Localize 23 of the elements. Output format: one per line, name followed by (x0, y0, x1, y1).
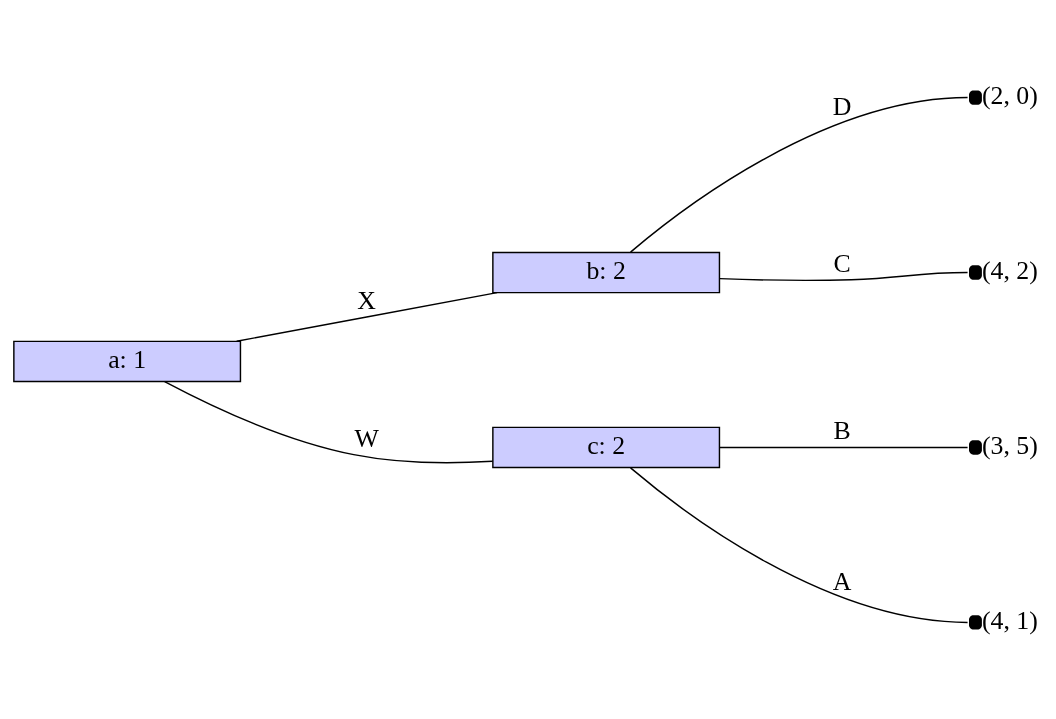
edge-label: D (832, 91, 852, 121)
connector (629, 466, 969, 623)
node-circle (969, 89, 982, 105)
node-label: (2, 0) (981, 80, 1038, 110)
edge-label: C (833, 248, 851, 278)
edge-label: X (357, 285, 376, 315)
node-circle (969, 264, 982, 280)
connector (629, 96, 969, 253)
node-circle (969, 439, 982, 455)
node-label: (3, 5) (981, 430, 1038, 460)
connector (719, 271, 969, 281)
node-label: (4, 1) (981, 605, 1038, 635)
connector (235, 291, 498, 342)
node-label: (4, 2) (981, 255, 1038, 285)
edge-label: A (832, 566, 852, 596)
node-box: b: 2 (492, 251, 721, 293)
edge-label: B (833, 415, 851, 445)
connector (163, 380, 494, 463)
node-circle (969, 614, 982, 630)
node-box: c: 2 (492, 426, 721, 468)
node-box: a: 1 (13, 340, 242, 382)
edge-label: W (354, 423, 379, 453)
connector (718, 446, 969, 448)
